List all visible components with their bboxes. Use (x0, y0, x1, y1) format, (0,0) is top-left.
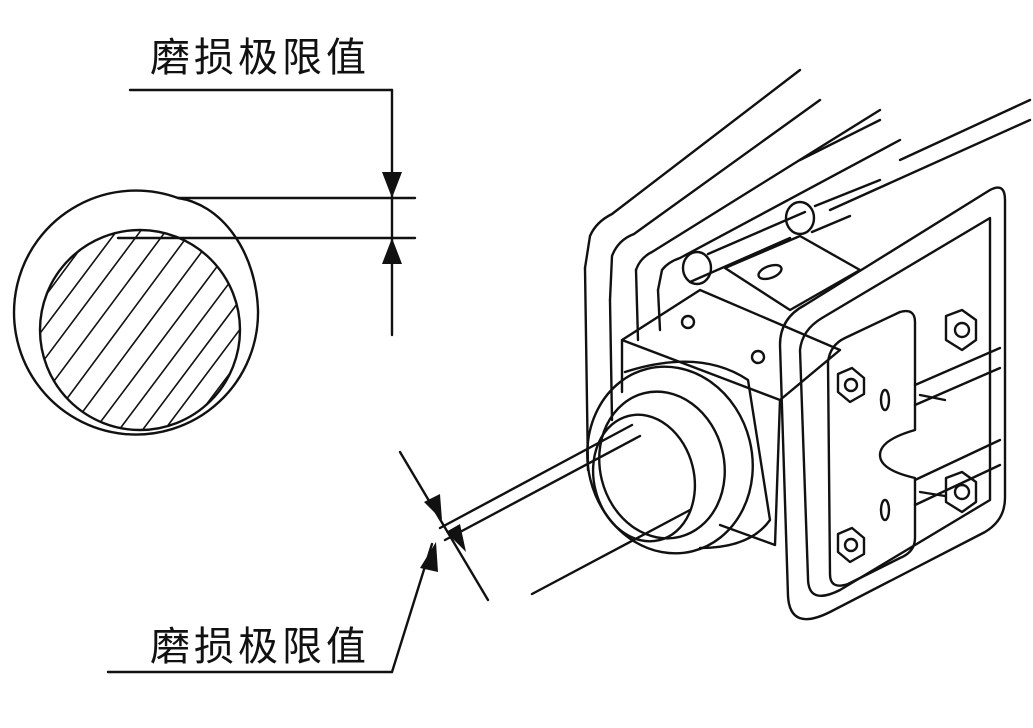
end-frame-outer (780, 188, 1005, 620)
bottom-dim-line (400, 452, 488, 600)
pin-head-right (786, 202, 814, 234)
housing-inner-3 (658, 140, 900, 290)
collar-inner (584, 378, 740, 552)
bottom-wear-dimension (108, 452, 488, 672)
housing-inner-2 (636, 110, 880, 270)
shaft-end-face (580, 404, 708, 552)
shaft-bottom-edge (532, 510, 690, 594)
nut-bottom-left (838, 528, 864, 562)
shaft-assembly (440, 70, 1030, 619)
collar-side (625, 362, 770, 548)
top-plate (725, 236, 860, 310)
top-wear-dimension (118, 90, 415, 335)
block-screw-1 (682, 316, 694, 328)
shaft-top-edge (440, 425, 632, 528)
cross-section-detail (14, 191, 276, 460)
bearing-block (622, 290, 840, 545)
upper-arm (915, 348, 1000, 405)
pin-head-left (683, 252, 711, 284)
nut-bottom-right (946, 472, 976, 512)
housing-outer (585, 70, 800, 268)
end-plate (828, 311, 915, 586)
arrow-leader-icon (420, 542, 438, 572)
arrow-left-icon (446, 524, 466, 552)
plate-slot-upper (881, 390, 889, 410)
housing-inner-1 (610, 100, 820, 300)
nut-top-left (838, 368, 864, 402)
lower-arm (915, 440, 1000, 505)
arrow-right-icon (424, 494, 442, 520)
wear-limit-label-bottom: 磨损极限值 (150, 624, 370, 670)
nut-top-right (946, 310, 976, 350)
arrow-down-icon (382, 172, 402, 198)
collar-outer (568, 349, 773, 571)
block-screw-2 (752, 351, 764, 363)
outer-worn-profile (14, 191, 258, 435)
shaft-top-edge-worn (445, 436, 640, 540)
end-frame-inner (800, 218, 990, 596)
plate-slot-lower (881, 500, 889, 520)
plate-slot (757, 262, 784, 281)
arrow-up-icon (382, 238, 402, 264)
wear-limit-label-top: 磨损极限值 (150, 35, 370, 81)
